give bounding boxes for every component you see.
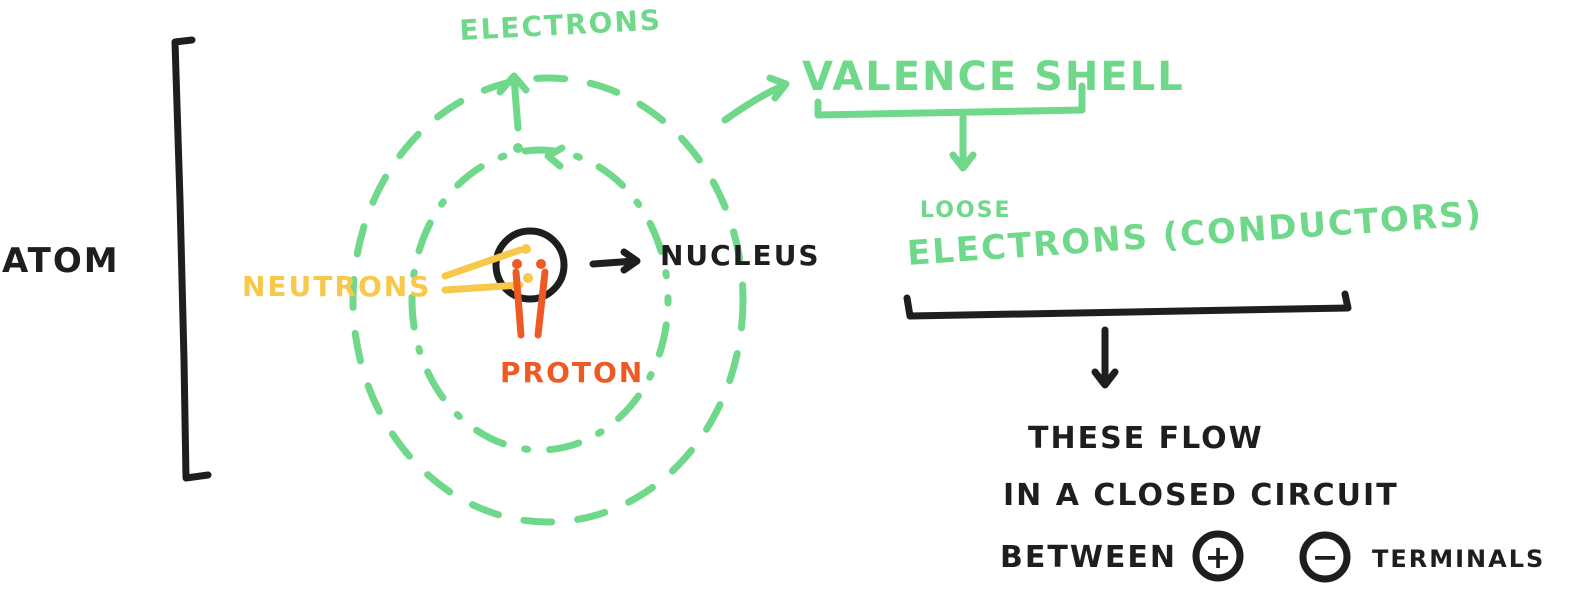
neutrons-label: NEUTRONS <box>242 270 431 303</box>
neutron-dot <box>523 273 533 283</box>
flow-down-arrow <box>1091 326 1119 389</box>
minus-sign: − <box>1312 538 1339 576</box>
inner-shell-arrowhead <box>544 144 566 170</box>
loose-label: LOOSE <box>920 198 1012 223</box>
valence-arrow <box>721 74 790 124</box>
flow-text-line3a: BETWEEN <box>1000 540 1177 575</box>
valence-bracket <box>814 82 1086 119</box>
proton-label: PROTON <box>500 356 644 389</box>
nucleus-arrow <box>589 248 641 274</box>
neutron-dot <box>521 244 531 254</box>
flow-text-line2: IN A CLOSED CIRCUIT <box>1003 478 1399 513</box>
negative-terminal-icon <box>1299 531 1351 583</box>
proton-dot <box>512 259 522 269</box>
inner-shell-ring <box>408 146 672 454</box>
electron-dot <box>513 143 523 153</box>
atom-label: ATOM <box>2 241 120 281</box>
positive-terminal-icon <box>1192 530 1244 582</box>
plus-sign: + <box>1205 538 1232 576</box>
nucleus-circle <box>492 227 568 303</box>
flow-text-line3b: TERMINALS <box>1372 545 1545 573</box>
flow-text-line1: THESE FLOW <box>1028 421 1264 456</box>
nucleus-label: NUCLEUS <box>660 239 821 272</box>
conductors-bracket <box>903 290 1352 320</box>
proton-pointer-lines <box>512 268 549 339</box>
neutron-pointer-lines <box>441 246 524 294</box>
electrons-label: ELECTRONS <box>459 3 663 47</box>
valence-shell-ring <box>349 74 747 526</box>
valence-down-arrow <box>949 114 977 172</box>
atom-bracket <box>171 36 212 482</box>
electrons-arrow <box>496 72 530 132</box>
proton-dot <box>536 259 546 269</box>
valence-shell-label: VALENCE SHELL <box>802 54 1185 100</box>
